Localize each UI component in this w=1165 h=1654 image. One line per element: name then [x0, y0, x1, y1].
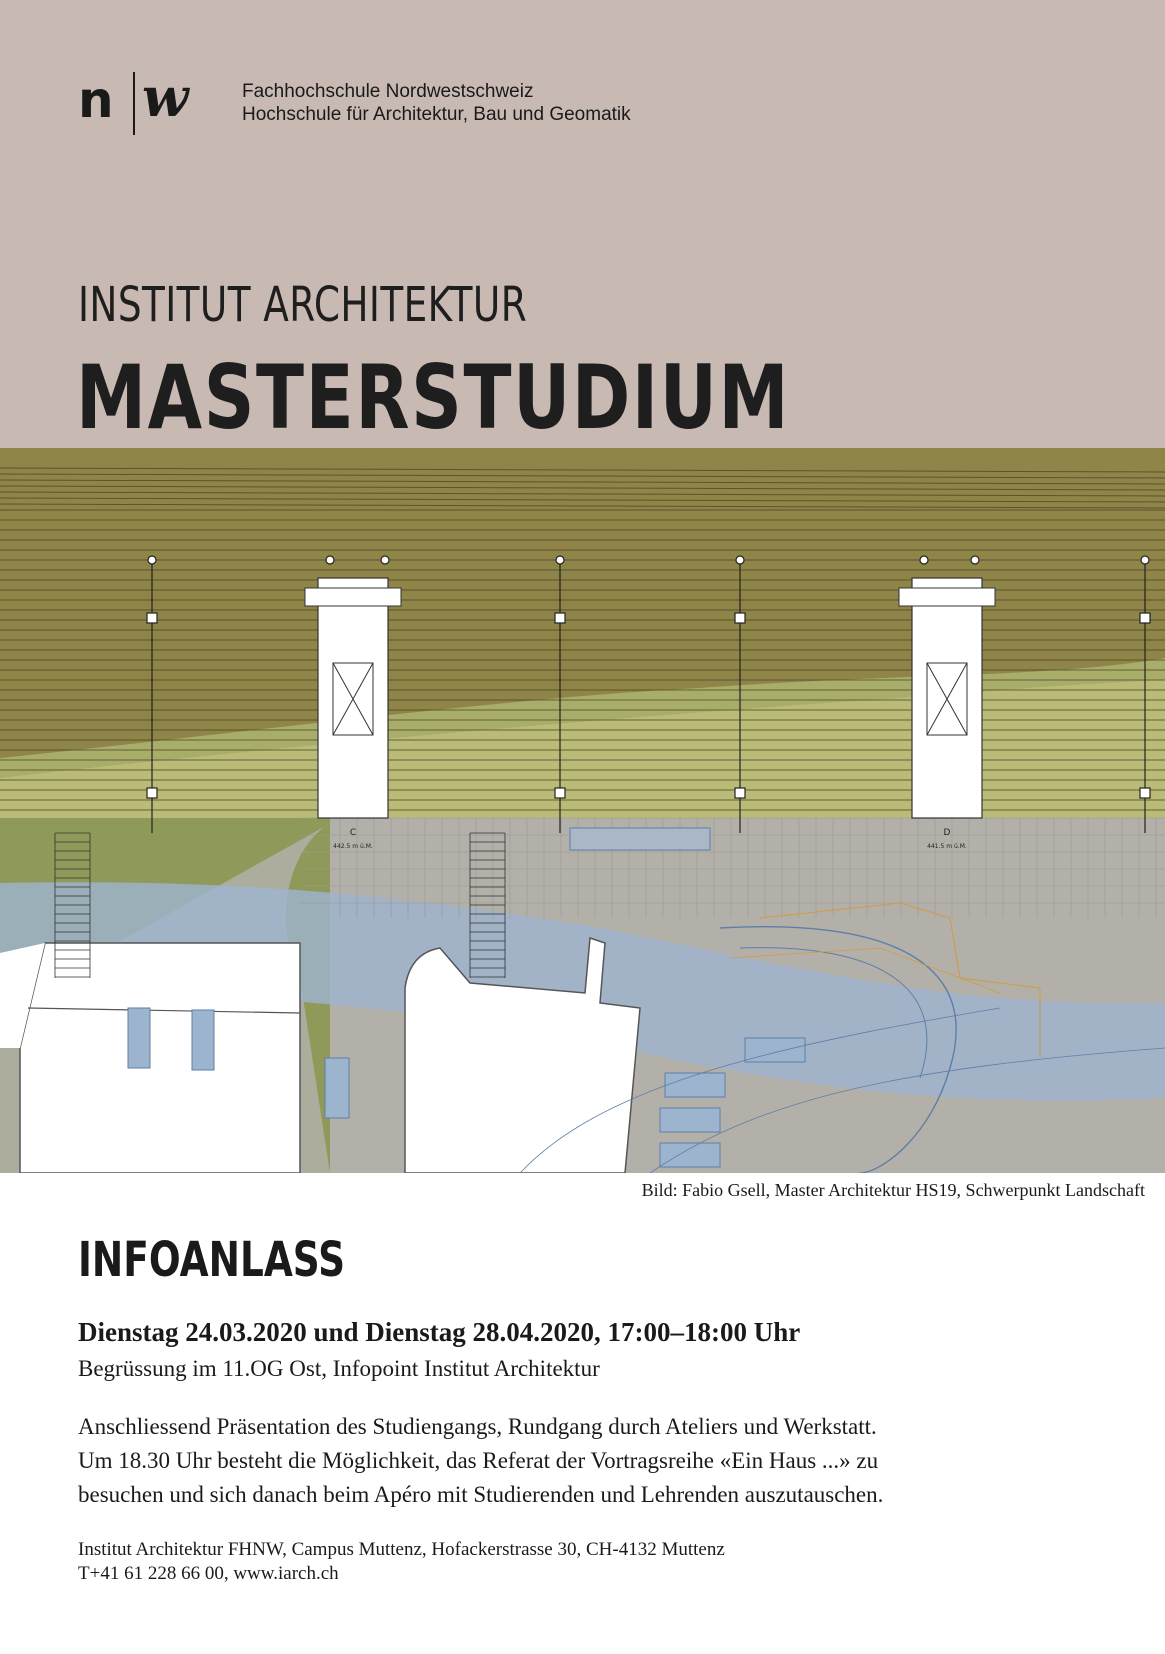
platform-d-label: D — [944, 828, 951, 838]
description-line-2: Um 18.30 Uhr besteht die Möglichkeit, da… — [78, 1448, 879, 1473]
logo-divider — [133, 72, 135, 135]
image-caption: Bild: Fabio Gsell, Master Architektur HS… — [641, 1180, 1145, 1200]
contact-address: Institut Architektur FHNW, Campus Mutten… — [78, 1538, 725, 1586]
platform-d-elevation: 441.5 m ü.M. — [927, 843, 967, 850]
school-name: Fachhochschule Nordwestschweiz Hochschul… — [242, 80, 631, 126]
event-heading: INFOANLASS — [78, 1232, 346, 1288]
logo-n: n — [78, 71, 114, 129]
platform-c-label: C — [350, 828, 356, 838]
platform-c-elevation: 442.5 m ü.M. — [333, 843, 373, 850]
description-line-1: Anschliessend Präsentation des Studienga… — [78, 1414, 877, 1439]
platform-d: D 441.5 m ü.M. — [898, 577, 996, 850]
platform-c: C 442.5 m ü.M. — [304, 577, 402, 850]
event-welcome: Begrüssung im 11.OG Ost, Infopoint Insti… — [78, 1356, 600, 1381]
institute-title: INSTITUT ARCHITEKTUR — [78, 277, 528, 333]
event-description: Anschliessend Präsentation des Studienga… — [78, 1410, 1138, 1512]
school-line-1: Fachhochschule Nordwestschweiz — [242, 81, 534, 102]
site-plan-image: C 442.5 m ü.M. D 441.5 m ü.M. — [0, 448, 1165, 1173]
school-line-2: Hochschule für Architektur, Bau und Geom… — [242, 104, 631, 125]
description-line-3: besuchen und sich danach beim Apéro mit … — [78, 1482, 884, 1507]
header-band: n w Fachhochschule Nordwestschweiz Hochs… — [0, 0, 1165, 448]
address-line: Institut Architektur FHNW, Campus Mutten… — [78, 1539, 725, 1560]
logo-w: w — [142, 65, 189, 129]
event-dates: Dienstag 24.03.2020 und Dienstag 28.04.2… — [78, 1317, 801, 1347]
contact-line: T+41 61 228 66 00, www.iarch.ch — [78, 1563, 339, 1584]
program-title: MASTERSTUDIUM — [76, 346, 791, 449]
